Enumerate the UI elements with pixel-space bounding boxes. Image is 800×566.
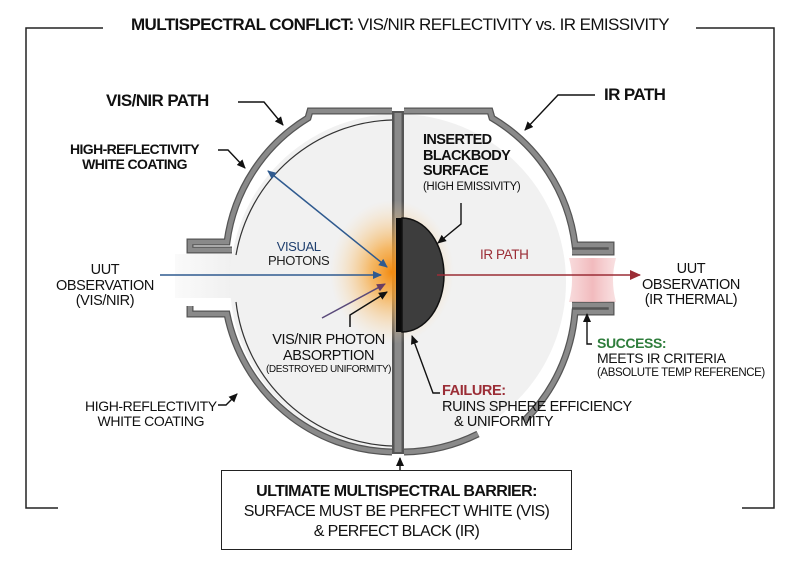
success-head: SUCCESS: [597,335,667,351]
leader-success [583,313,592,345]
leader-failure [411,335,440,394]
absorption-arrow-1 [321,283,386,319]
success-text: MEETS IR CRITERIA [597,350,726,367]
uut-right-line1: UUT [676,261,706,277]
left-port-glow [175,254,235,298]
uut-left-line3: (VIS/NIR) [75,293,135,310]
absorption-note: (DESTROYED UNIFORMITY) [266,364,392,376]
coating-top-line2: WHITE COATING [82,156,187,173]
vis-nir-path-label: VIS/NIR PATH [106,91,209,110]
ir-path-inner-label: IR PATH [480,247,529,262]
visual-reflection-arrow [267,170,388,268]
uut-left-label: UUT OBSERVATION (VIS/NIR) [56,262,154,310]
coating-bottom-line1: HIGH-REFLECTIVITY [85,398,217,414]
absorption-line1: VIS/NIR PHOTON [272,332,385,348]
success-label: SUCCESS: MEETS IR CRITERIA (ABSOLUTE TEM… [597,335,765,380]
title-rest: VIS/NIR REFLECTIVITY vs. IR EMISSIVITY [353,15,670,34]
barrier-line2: & PERFECT BLACK (IR) [313,523,480,540]
blackbody-line3: SURFACE [423,163,489,180]
failure-head: FAILURE: [442,383,506,399]
visual-photons-label: VISUAL PHOTONS [268,239,330,269]
ir-path-label: IR PATH [604,85,666,104]
title-bold: MULTISPECTRAL CONFLICT: [130,15,354,34]
success-note: (ABSOLUTE TEMP REFERENCE) [597,367,765,380]
absorption-arrow-2 [349,291,388,327]
absorption-line2: ABSORPTION [283,347,375,364]
failure-line2: & UNIFORMITY [454,414,554,431]
visual-photons-line1: VISUAL [276,239,321,254]
coating-top-label: HIGH-REFLECTIVITY WHITE COATING [70,141,200,173]
failure-label: FAILURE: RUINS SPHERE EFFICIENCY & UNIFO… [442,383,632,431]
coating-bottom-label: HIGH-REFLECTIVITY WHITE COATING [85,398,217,430]
absorption-label: VIS/NIR PHOTON ABSORPTION (DESTROYED UNI… [266,332,392,376]
leader-ir-path [524,94,595,131]
barrier-heading: ULTIMATE MULTISPECTRAL BARRIER: [256,483,537,500]
frame-right [696,27,775,509]
uut-right-line3: (IR THERMAL) [644,292,738,309]
leader-blackbody [437,203,462,244]
coating-top-line1: HIGH-REFLECTIVITY [70,141,200,157]
visual-photons-line2: PHOTONS [268,253,330,269]
leader-coating-bottom [218,393,238,406]
leader-coating-top [218,149,246,169]
blackbody-label: INSERTED BLACKBODY SURFACE (HIGH EMISSIV… [423,132,521,193]
uut-right-line2: OBSERVATION [642,276,740,293]
leader-vis-nir-path [238,101,284,126]
frame-left [25,27,103,509]
blackbody-backing [396,218,404,332]
blackbody-surface [401,217,445,333]
coating-bottom-line2: WHITE COATING [97,413,205,430]
right-port-glow [569,258,616,302]
failure-line1: RUINS SPHERE EFFICIENCY [442,398,632,415]
inner-coating-left [235,119,393,447]
blackbody-line2: BLACKBODY [423,147,511,164]
blackbody-note: (HIGH EMISSIVITY) [423,180,521,193]
diagram-title: MULTISPECTRAL CONFLICT: VIS/NIR REFLECTI… [0,15,800,35]
barrier-box: ULTIMATE MULTISPECTRAL BARRIER: SURFACE … [221,470,572,550]
uut-left-line2: OBSERVATION [56,277,154,294]
barrier-line1: SURFACE MUST BE PERFECT WHITE (VIS) [243,503,550,520]
uut-left-line1: UUT [90,262,120,278]
uut-right-label: UUT OBSERVATION (IR THERMAL) [642,261,740,309]
blackbody-line1: INSERTED [423,132,492,148]
